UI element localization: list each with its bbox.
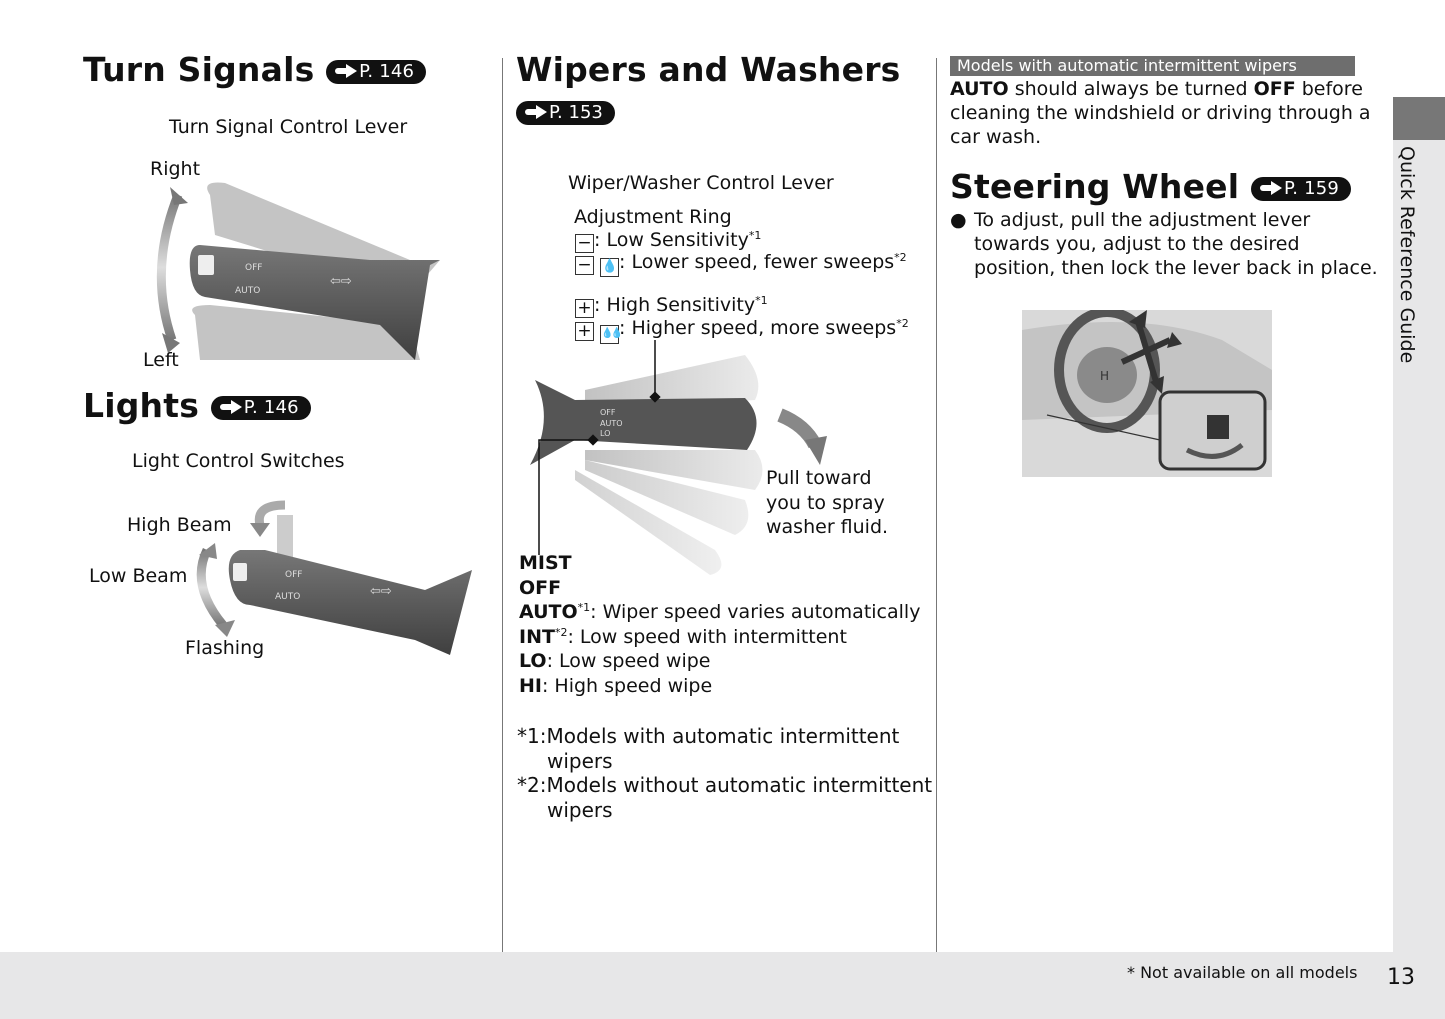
- arrow-icon: [335, 63, 358, 78]
- position-off: OFF: [519, 576, 562, 599]
- wiper-lever-illustration: OFF AUTO LO: [530, 340, 827, 575]
- adjustment-ring-title: Adjustment Ring: [574, 206, 732, 228]
- turn-signal-lever-illustration: OFF AUTO ⇦⇨: [156, 182, 440, 360]
- position-int: INT*2: Low speed with intermittent: [519, 625, 847, 648]
- light-lever-illustration: OFF AUTO ⇦⇨: [196, 500, 472, 655]
- ring-item-low-sensitivity: −: Low Sensitivity*1: [575, 228, 761, 253]
- minus-icon: −: [575, 256, 594, 275]
- svg-text:⇦⇨: ⇦⇨: [370, 584, 392, 599]
- turn-signals-heading: Turn Signals P. 146: [83, 50, 427, 89]
- bullet-icon: ●: [950, 209, 967, 231]
- wiper-lever-caption: Wiper/Washer Control Lever: [568, 172, 834, 194]
- footnotes: *1:Models with automatic intermittent wi…: [517, 724, 933, 822]
- footer-note: * Not available on all models: [1127, 963, 1358, 982]
- ring-item-higher-speed: + 💧💧: Higher speed, more sweeps*2: [575, 316, 909, 344]
- svg-text:AUTO: AUTO: [235, 286, 260, 296]
- footnote-2: *2:Models without automatic intermittent: [517, 773, 933, 797]
- section-tab: [1393, 140, 1445, 952]
- left-label: Left: [143, 349, 179, 371]
- steering-wheel-heading: Steering Wheel P. 159: [950, 167, 1352, 206]
- single-drop-icon: 💧: [600, 258, 620, 277]
- heading-text: Lights: [83, 386, 200, 425]
- low-beam-label: Low Beam: [89, 565, 188, 587]
- page-number: 13: [1387, 965, 1415, 990]
- ring-item-lower-speed: − 💧: Lower speed, fewer sweeps*2: [575, 250, 907, 277]
- heading-text: Turn Signals: [83, 50, 315, 89]
- multi-drop-icon: 💧💧: [600, 325, 623, 344]
- section-tab-marker: [1393, 97, 1445, 140]
- light-switches-caption: Light Control Switches: [132, 450, 345, 472]
- model-banner: Models with automatic intermittent wiper…: [950, 56, 1355, 76]
- heading-text: Steering Wheel: [950, 167, 1240, 206]
- plus-icon: +: [575, 322, 594, 341]
- lights-heading: Lights P. 146: [83, 386, 311, 425]
- arrow-icon: [1259, 180, 1282, 195]
- arrow-icon: [219, 399, 242, 414]
- arrow-icon: [525, 105, 547, 119]
- flashing-label: Flashing: [185, 637, 265, 659]
- right-label: Right: [150, 158, 201, 180]
- page-reference-link[interactable]: P. 159: [1250, 176, 1352, 201]
- lever-caption: Turn Signal Control Lever: [169, 116, 408, 138]
- ring-item-high-sensitivity: +: High Sensitivity*1: [575, 293, 768, 318]
- position-auto: AUTO*1: Wiper speed varies automatically: [519, 601, 921, 623]
- section-tab-label: Quick Reference Guide: [1396, 146, 1418, 364]
- wipers-page-reference: P. 153: [516, 101, 615, 125]
- footnote-1: *1:Models with automatic intermittent: [517, 724, 900, 748]
- column-divider: [502, 58, 503, 952]
- svg-text:OFF: OFF: [245, 263, 262, 273]
- page-footer-band: [0, 952, 1445, 1019]
- wiper-positions-list: MIST OFF AUTO*1: Wiper speed varies auto…: [519, 551, 920, 698]
- svg-text:H: H: [1100, 369, 1109, 383]
- steering-wheel-illustration: H: [1022, 310, 1272, 477]
- position-mist: MIST: [519, 552, 572, 574]
- position-hi: HI: High speed wipe: [519, 674, 713, 697]
- svg-text:OFF: OFF: [285, 570, 302, 580]
- page-reference-link[interactable]: P. 153: [516, 101, 615, 125]
- svg-text:AUTO: AUTO: [275, 592, 300, 602]
- svg-text:LO: LO: [600, 429, 610, 438]
- plus-icon: +: [575, 299, 594, 318]
- page-reference-link[interactable]: P. 146: [326, 59, 427, 84]
- wipers-heading: Wipers and Washers: [516, 50, 901, 89]
- auto-warning-text: AUTO should always be turned OFF before …: [950, 78, 1371, 148]
- minus-icon: −: [575, 234, 594, 253]
- position-lo: LO: Low speed wipe: [519, 650, 711, 672]
- page-reference-link[interactable]: P. 146: [210, 395, 311, 420]
- svg-text:AUTO: AUTO: [600, 419, 623, 428]
- svg-text:OFF: OFF: [600, 408, 616, 417]
- column-divider: [936, 58, 937, 952]
- svg-text:⇦⇨: ⇦⇨: [330, 274, 352, 289]
- high-beam-label: High Beam: [127, 514, 232, 536]
